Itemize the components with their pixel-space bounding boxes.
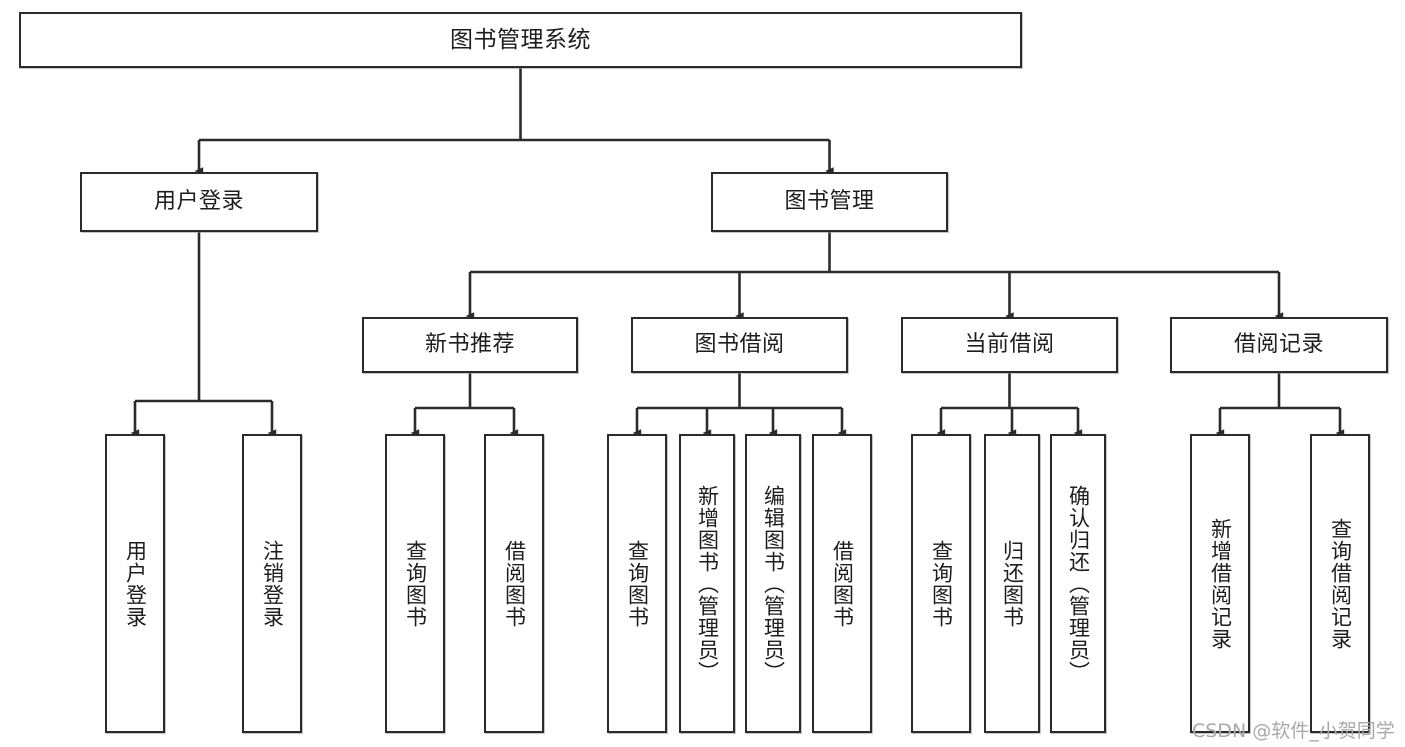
node-box-l3c[interactable]: 当前借阅 xyxy=(901,317,1118,373)
node-label-n4: 借阅图书 xyxy=(502,539,527,628)
node-box-n4[interactable]: 借阅图书 xyxy=(484,434,544,733)
node-label-n1: 用户登录 xyxy=(123,539,148,628)
node-box-l3d[interactable]: 借阅记录 xyxy=(1170,317,1388,373)
node-label-n7: 编辑图书（管理员） xyxy=(761,484,786,683)
node-label-n2: 注销登录 xyxy=(260,539,285,628)
node-label-l3b: 图书借阅 xyxy=(694,332,785,358)
node-box-n1[interactable]: 用户登录 xyxy=(105,434,165,733)
node-label-n9: 查询图书 xyxy=(929,539,954,628)
node-box-n10[interactable]: 归还图书 xyxy=(984,434,1040,733)
node-box-n13[interactable]: 查询借阅记录 xyxy=(1310,434,1370,733)
node-label-n8: 借阅图书 xyxy=(830,539,855,628)
node-label-n6: 新增图书（管理员） xyxy=(695,484,720,683)
node-label-n5: 查询图书 xyxy=(625,539,650,628)
node-label-l3a: 新书推荐 xyxy=(424,332,515,358)
node-box-n3[interactable]: 查询图书 xyxy=(385,434,445,733)
node-box-n9[interactable]: 查询图书 xyxy=(911,434,971,733)
node-label-l3c: 当前借阅 xyxy=(964,332,1055,358)
node-box-n12[interactable]: 新增借阅记录 xyxy=(1190,434,1250,733)
node-box-n11[interactable]: 确认归还（管理员） xyxy=(1050,434,1106,733)
node-label-l3d: 借阅记录 xyxy=(1233,332,1324,358)
node-box-l2a[interactable]: 用户登录 xyxy=(80,172,318,232)
node-box-n8[interactable]: 借阅图书 xyxy=(812,434,872,733)
watermark-label: CSDN @软件_小贺同学 xyxy=(1192,720,1395,742)
node-label-n13: 查询借阅记录 xyxy=(1328,517,1353,650)
node-box-l3a[interactable]: 新书推荐 xyxy=(362,317,578,373)
node-label-n12: 新增借阅记录 xyxy=(1208,517,1233,650)
node-box-l2b[interactable]: 图书管理 xyxy=(711,172,948,232)
node-box-n5[interactable]: 查询图书 xyxy=(607,434,667,733)
node-label-n3: 查询图书 xyxy=(403,539,428,628)
node-box-root[interactable]: 图书管理系统 xyxy=(19,12,1022,68)
node-label-root: 图书管理系统 xyxy=(450,26,591,53)
node-label-l2a: 用户登录 xyxy=(153,189,244,215)
node-box-n7[interactable]: 编辑图书（管理员） xyxy=(745,434,801,733)
node-box-l3b[interactable]: 图书借阅 xyxy=(631,317,848,373)
node-box-n6[interactable]: 新增图书（管理员） xyxy=(679,434,735,733)
node-label-n11: 确认归还（管理员） xyxy=(1066,484,1091,683)
node-box-n2[interactable]: 注销登录 xyxy=(242,434,302,733)
node-label-l2b: 图书管理 xyxy=(784,189,875,215)
node-label-n10: 归还图书 xyxy=(1000,539,1025,628)
